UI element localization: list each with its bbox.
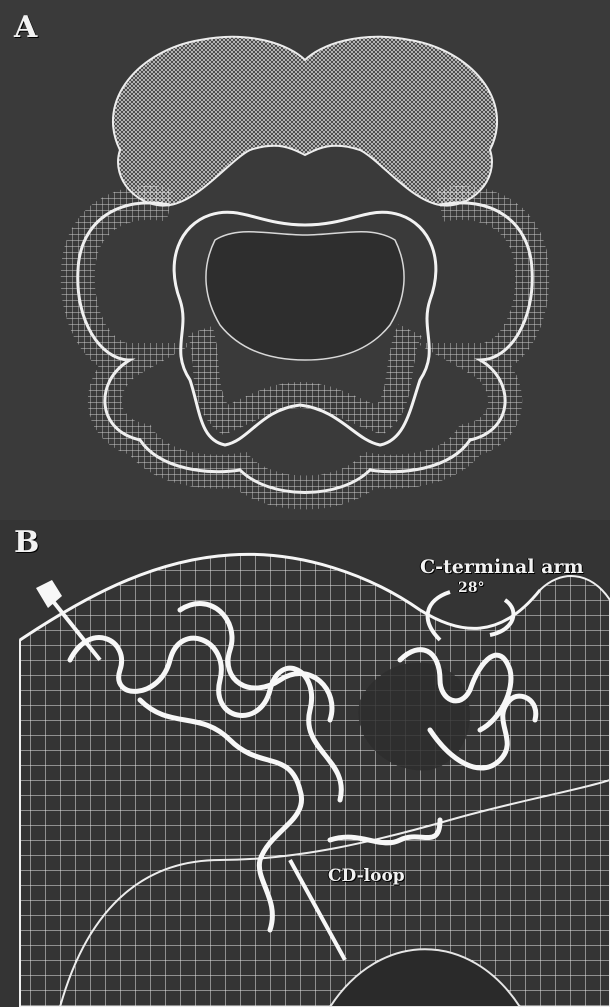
- c-terminal-arm-label: C-terminal arm: [420, 556, 584, 578]
- panel-b-mesh-model: [0, 520, 610, 1007]
- panel-a-label: A: [14, 10, 37, 45]
- rotation-angle-label: 28°: [458, 580, 484, 596]
- panel-b-label: B: [14, 525, 39, 560]
- cd-loop-label: CD-loop: [328, 866, 405, 886]
- panel-a-density-map: [78, 37, 532, 493]
